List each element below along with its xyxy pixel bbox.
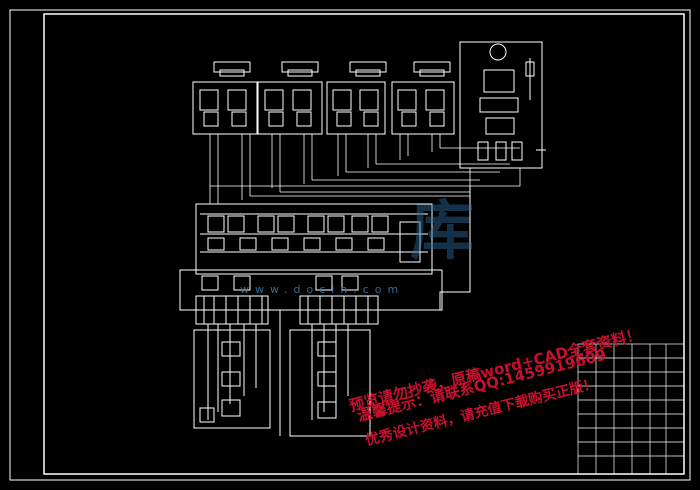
watermark-url: www.docin.com xyxy=(240,283,405,296)
watermark-logo: 库 xyxy=(410,195,474,269)
drawing-inner-frame xyxy=(43,13,685,475)
lower-frame xyxy=(179,269,443,311)
power-unit xyxy=(459,41,546,169)
actuator-group-2 xyxy=(257,61,323,135)
valve-manifold xyxy=(195,203,433,275)
title-block xyxy=(577,343,685,475)
actuator-group-4 xyxy=(391,61,455,135)
lower-left-valve-bank xyxy=(193,275,271,429)
lower-right-valve-bank xyxy=(279,186,471,437)
actuator-group-3 xyxy=(326,61,387,135)
actuator-group-1 xyxy=(192,61,258,135)
drawing-outer-frame xyxy=(9,9,691,481)
